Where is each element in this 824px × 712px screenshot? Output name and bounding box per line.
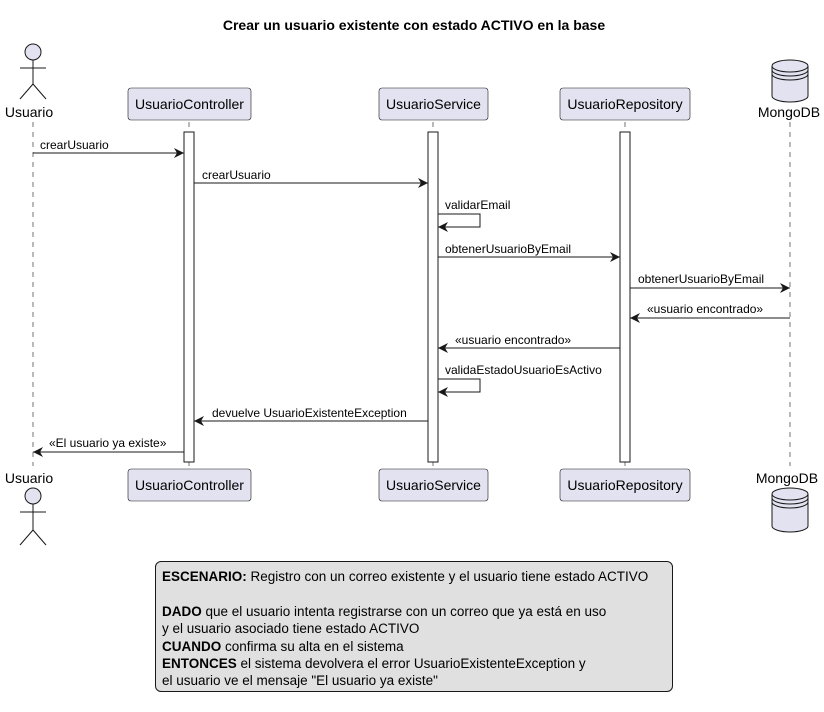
actor-leg-right-icon: [32, 83, 47, 100]
lifelines: [32, 122, 791, 466]
participant-label: MongoDB: [758, 104, 820, 120]
message-label: obtenerUsuarioByEmail: [445, 242, 571, 256]
database-icon: [771, 487, 809, 533]
note-line-escenario: ESCENARIO: Registro con un correo existe…: [162, 568, 666, 585]
activation-controller: [183, 131, 195, 463]
activation-service: [427, 131, 439, 463]
database-rim-icon: [771, 65, 809, 81]
message-arrow: [438, 213, 481, 232]
participant-label: UsuarioRepository: [567, 96, 682, 112]
database-mongodb-top: MongoDB: [758, 59, 820, 120]
actor-leg-left-icon: [19, 83, 34, 100]
message-4: obtenerUsuarioByEmail: [438, 242, 620, 262]
participant-label: Usuario: [5, 104, 53, 120]
note-line-dado-cont: y el usuario asociado tiene estado ACTIV…: [162, 621, 420, 637]
message-label: «El usuario ya existe»: [49, 436, 167, 450]
note-text-entonces: el sistema devolvera el error UsuarioExi…: [236, 656, 586, 672]
actor-leg-left-icon: [19, 529, 34, 546]
note-key-dado: DADO: [162, 603, 202, 619]
note-key-entonces: ENTONCES: [162, 656, 237, 672]
note-text-cuando: confirma su alta en el sistema: [221, 638, 404, 654]
message-label: validarEmail: [445, 198, 510, 212]
actor-leg-right-icon: [32, 529, 47, 546]
participant-label: UsuarioService: [386, 96, 481, 112]
message-label: crearUsuario: [40, 138, 109, 152]
participant-repository-top: UsuarioRepository: [559, 87, 691, 121]
message-3: validarEmail: [438, 198, 510, 232]
participant-box: [378, 87, 489, 121]
message-label: obtenerUsuarioByEmail: [638, 272, 764, 286]
message-5: obtenerUsuarioByEmail: [630, 272, 790, 293]
participant-label: UsuarioService: [386, 477, 481, 493]
note-line-entonces: ENTONCES el sistema devolvera el error U…: [162, 655, 666, 672]
message-arrow: [438, 378, 481, 397]
note-key-escenario: ESCENARIO:: [162, 569, 247, 584]
actor-head-icon: [24, 487, 42, 505]
message-6: «usuario encontrado»: [630, 302, 790, 323]
participant-label: MongoDB: [756, 470, 818, 486]
actor-usuario-bottom: Usuario: [5, 470, 53, 546]
message-1: crearUsuario: [33, 138, 184, 158]
database-rim-icon: [771, 493, 809, 509]
message-label: validaEstadoUsuarioEsActivo: [445, 363, 602, 377]
participant-box: [378, 468, 489, 502]
message-2: crearUsuario: [194, 168, 428, 188]
note-line-entonces-cont: el usuario ve el mensaje "El usuario ya …: [162, 673, 438, 689]
participant-label: UsuarioController: [135, 477, 244, 493]
actor-head-icon: [24, 43, 42, 61]
database-icon: [771, 59, 809, 103]
participant-service-bottom: UsuarioService: [378, 468, 489, 502]
participant-box: [559, 468, 691, 502]
message-label: devuelve UsuarioExistenteException: [212, 406, 407, 420]
participant-controller-top: UsuarioController: [127, 87, 252, 121]
participant-repository-bottom: UsuarioRepository: [559, 468, 691, 502]
activation-repository: [619, 131, 631, 463]
participant-controller-bottom: UsuarioController: [127, 468, 252, 502]
note-spacer: [162, 585, 666, 602]
participant-box: [559, 87, 691, 121]
note-line-dado: DADO que el usuario intenta registrarse …: [162, 603, 666, 620]
actor-usuario-top: Usuario: [5, 43, 53, 120]
participant-box: [127, 468, 252, 502]
participant-label: UsuarioRepository: [567, 477, 682, 493]
message-9: devuelve UsuarioExistenteException: [194, 406, 428, 426]
participant-label: Usuario: [5, 470, 53, 486]
activations: [183, 131, 631, 463]
participant-box: [127, 87, 252, 121]
message-label: «usuario encontrado»: [647, 302, 763, 316]
message-label: crearUsuario: [202, 168, 271, 182]
message-7: «usuario encontrado»: [438, 333, 620, 353]
note-line-cuando: CUANDO confirma su alta en el sistema: [162, 638, 666, 655]
diagram-title: Crear un usuario existente con estado AC…: [223, 17, 605, 33]
message-8: validaEstadoUsuarioEsActivo: [438, 363, 602, 397]
database-mongodb-bottom: MongoDB: [756, 470, 818, 533]
note-text-escenario: Registro con un correo existente y el us…: [246, 569, 649, 584]
note-key-cuando: CUANDO: [162, 638, 222, 654]
message-10: «El usuario ya existe»: [33, 436, 184, 457]
participant-service-top: UsuarioService: [378, 87, 489, 121]
participant-label: UsuarioController: [135, 96, 244, 112]
scenario-note: ESCENARIO: Registro con un correo existe…: [155, 561, 673, 692]
message-label: «usuario encontrado»: [455, 333, 571, 347]
note-text-dado: que el usuario intenta registrarse con u…: [201, 603, 607, 619]
